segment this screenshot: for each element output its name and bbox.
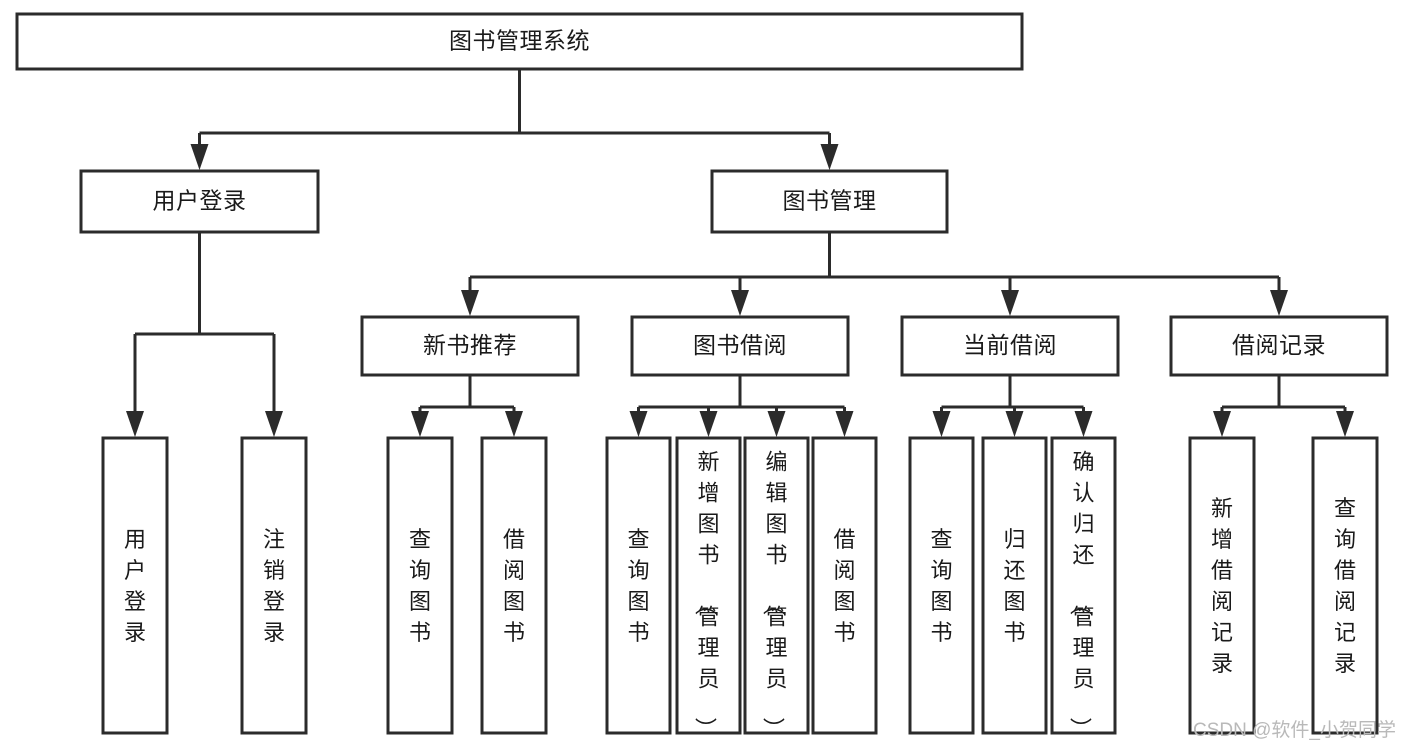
node-box-new-book-recommend — [360, 315, 580, 377]
node-label-leaf-user-login: 用户登录 — [124, 527, 146, 645]
node-box-borrow-record — [1169, 315, 1389, 377]
node-box-leaf-add-book — [675, 436, 742, 735]
node-box-leaf-user-logout — [240, 436, 308, 735]
node-leaf-borrow-book[interactable]: 借阅图书 — [811, 436, 878, 735]
node-layer: 图书管理系统用户登录图书管理新书推荐图书借阅当前借阅借阅记录用户登录注销登录查询… — [15, 12, 1389, 739]
node-label-leaf-edit-book: 编辑图书（管理员） — [760, 449, 787, 739]
node-box-leaf-borrow-book-rec — [480, 436, 548, 735]
node-leaf-add-book[interactable]: 新增图书（管理员） — [675, 436, 742, 739]
node-box-leaf-user-login — [101, 436, 169, 735]
connector-group-root — [190, 69, 839, 170]
node-box-leaf-query-book-rec — [386, 436, 454, 735]
connector-group-book-manage — [461, 232, 1288, 316]
node-leaf-user-logout[interactable]: 注销登录 — [240, 436, 308, 735]
node-box-current-borrow — [900, 315, 1120, 377]
node-leaf-query-book-cur[interactable]: 查询图书 — [908, 436, 975, 735]
node-book-borrow[interactable]: 图书借阅 — [630, 315, 850, 377]
node-current-borrow[interactable]: 当前借阅 — [900, 315, 1120, 377]
node-box-leaf-query-record — [1311, 436, 1379, 735]
node-label-leaf-borrow-book: 借阅图书 — [833, 527, 855, 645]
node-leaf-query-book-rec[interactable]: 查询图书 — [386, 436, 454, 735]
node-user-login[interactable]: 用户登录 — [79, 169, 320, 234]
node-leaf-query-record[interactable]: 查询借阅记录 — [1311, 436, 1379, 735]
node-leaf-user-login[interactable]: 用户登录 — [101, 436, 169, 735]
node-label-book-manage: 图书管理 — [783, 188, 877, 214]
node-label-leaf-return-book: 归还图书 — [1003, 527, 1025, 645]
node-leaf-edit-book[interactable]: 编辑图书（管理员） — [743, 436, 810, 739]
node-box-leaf-return-book — [981, 436, 1048, 735]
node-box-leaf-borrow-book — [811, 436, 878, 735]
node-label-leaf-add-record: 新增借阅记录 — [1211, 496, 1233, 676]
node-box-leaf-query-book-borrow — [605, 436, 672, 735]
connector-layer — [126, 69, 1354, 437]
node-label-root: 图书管理系统 — [449, 28, 590, 54]
connector-group-book-borrow — [629, 375, 854, 437]
node-box-book-borrow — [630, 315, 850, 377]
connector-group-user-login — [126, 232, 283, 437]
node-leaf-add-record[interactable]: 新增借阅记录 — [1188, 436, 1256, 735]
node-box-root — [15, 12, 1024, 71]
node-label-leaf-borrow-book-rec: 借阅图书 — [503, 527, 525, 645]
node-label-leaf-add-book: 新增图书（管理员） — [692, 449, 719, 739]
node-leaf-return-book[interactable]: 归还图书 — [981, 436, 1048, 735]
node-label-book-borrow: 图书借阅 — [693, 332, 787, 358]
node-root[interactable]: 图书管理系统 — [15, 12, 1024, 71]
node-label-new-book-recommend: 新书推荐 — [423, 332, 517, 358]
node-book-manage[interactable]: 图书管理 — [710, 169, 949, 234]
node-label-leaf-user-logout: 注销登录 — [263, 527, 285, 645]
node-box-leaf-edit-book — [743, 436, 810, 735]
connector-group-borrow-record — [1213, 375, 1354, 437]
node-box-leaf-query-book-cur — [908, 436, 975, 735]
node-label-leaf-query-book-borrow: 查询图书 — [627, 527, 649, 645]
node-label-leaf-query-record: 查询借阅记录 — [1334, 496, 1356, 676]
connector-group-new-book-recommend — [411, 375, 523, 437]
node-leaf-query-book-borrow[interactable]: 查询图书 — [605, 436, 672, 735]
csdn-watermark: CSDN @软件_小贺同学 — [1193, 719, 1396, 741]
node-label-leaf-query-book-rec: 查询图书 — [409, 527, 431, 645]
node-box-user-login — [79, 169, 320, 234]
node-label-borrow-record: 借阅记录 — [1232, 332, 1326, 358]
node-label-user-login: 用户登录 — [153, 188, 247, 214]
node-box-leaf-add-record — [1188, 436, 1256, 735]
node-label-leaf-confirm-return: 确认归还（管理员） — [1067, 449, 1094, 739]
node-new-book-recommend[interactable]: 新书推荐 — [360, 315, 580, 377]
node-borrow-record[interactable]: 借阅记录 — [1169, 315, 1389, 377]
node-box-leaf-confirm-return — [1050, 436, 1117, 735]
node-box-book-manage — [710, 169, 949, 234]
connector-group-current-borrow — [932, 375, 1093, 437]
node-label-current-borrow: 当前借阅 — [963, 332, 1057, 358]
node-leaf-borrow-book-rec[interactable]: 借阅图书 — [480, 436, 548, 735]
node-leaf-confirm-return[interactable]: 确认归还（管理员） — [1050, 436, 1117, 739]
node-label-leaf-query-book-cur: 查询图书 — [930, 527, 952, 645]
